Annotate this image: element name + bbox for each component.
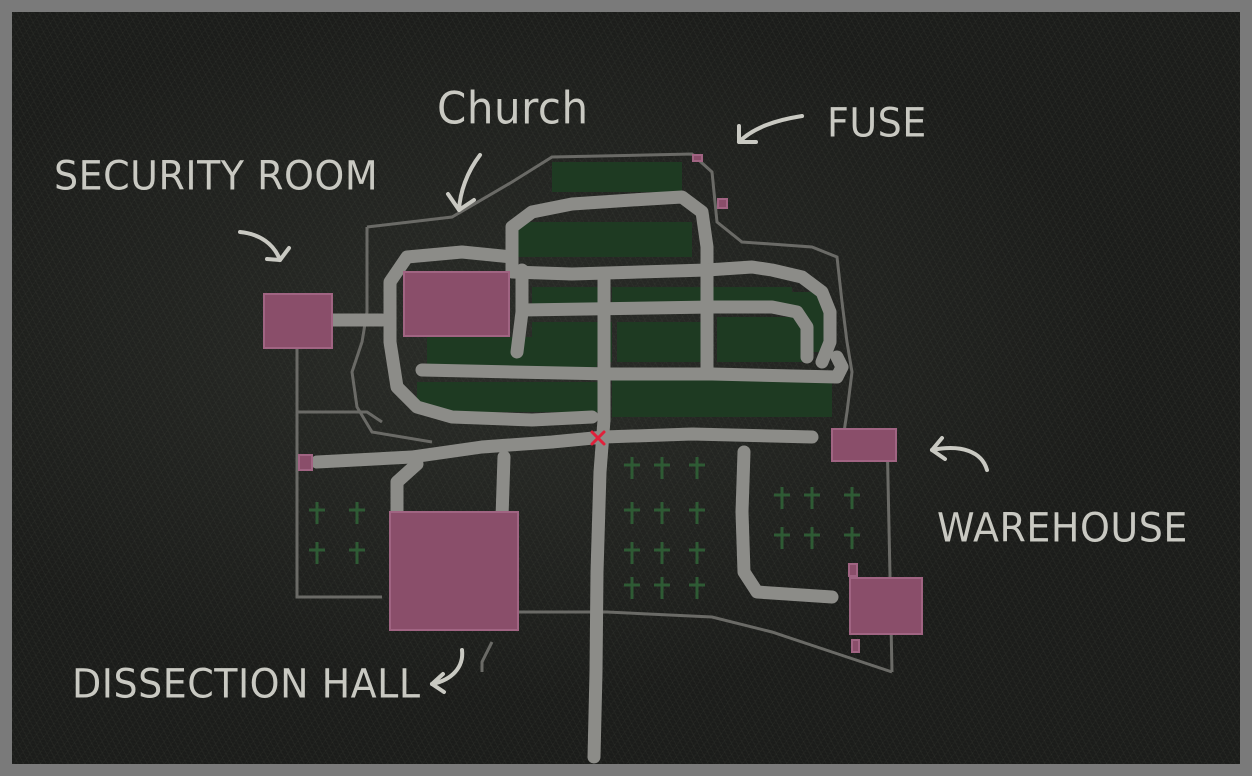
warehouse-arrow-icon (930, 446, 989, 472)
church-arrow-icon (457, 153, 482, 212)
small-marker-east-top (848, 563, 858, 577)
dissection-hall-label: DISSECTION HALL (72, 660, 421, 708)
fuse-arrow-icon (737, 114, 804, 144)
x-marker-icon (590, 430, 606, 446)
game-map[interactable]: Church FUSE SECURITY ROOM WAREHOUSE DISS… (12, 12, 1240, 764)
dissection-hall-building (389, 511, 519, 631)
warehouse-building (831, 428, 897, 462)
roads (310, 190, 849, 764)
security-room-building (263, 293, 333, 349)
church-building (403, 271, 510, 337)
fuse-marker (692, 154, 703, 162)
dissection-hall-arrow-icon (430, 648, 465, 686)
map-drawing (238, 114, 989, 764)
buildings (263, 154, 923, 653)
arrow-icons (238, 114, 989, 694)
security-room-arrow-icon (238, 230, 282, 262)
fuse-marker-2 (717, 198, 728, 209)
small-marker-west (298, 454, 313, 471)
security-room-label: SECURITY ROOM (54, 152, 379, 200)
grave-crosses (309, 457, 860, 599)
small-marker-east-bottom (851, 639, 860, 653)
fuse-label: FUSE (827, 99, 927, 147)
warehouse-label: WAREHOUSE (937, 504, 1188, 552)
church-label: Church (437, 82, 589, 135)
warehouse-2-building (849, 577, 923, 635)
